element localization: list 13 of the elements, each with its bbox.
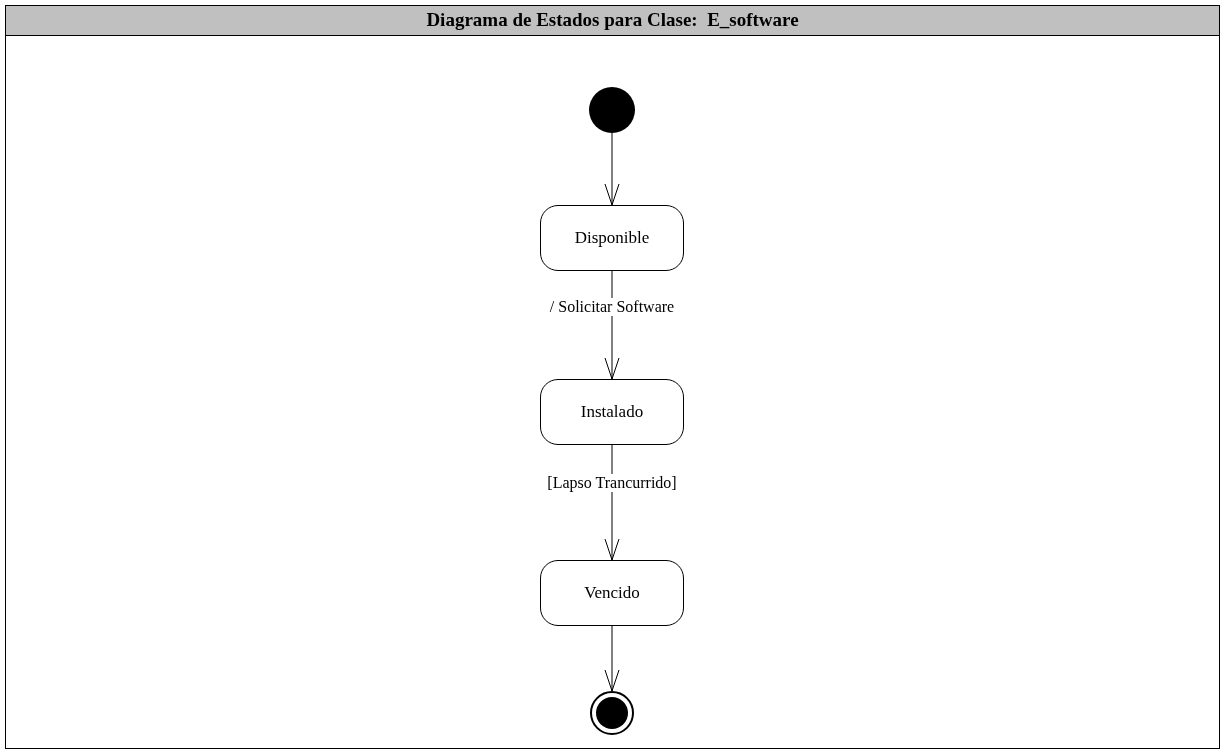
- state-name: Vencido: [584, 583, 640, 603]
- state-name: Instalado: [580, 402, 644, 422]
- state-box: [540, 205, 684, 271]
- initial-state: [589, 87, 635, 133]
- state-name: Disponible: [574, 228, 650, 248]
- edge-label: [Lapso Trancurrido]: [546, 473, 678, 492]
- state-box: [540, 560, 684, 626]
- final-state: [590, 691, 634, 735]
- diagram-title: Diagrama de Estados para Clase: E_software: [5, 5, 1220, 36]
- transition-arrow: [604, 625, 620, 692]
- edge-label: / Solicitar Software: [548, 297, 676, 316]
- transition-arrow: [604, 132, 620, 206]
- state-box: [540, 379, 684, 445]
